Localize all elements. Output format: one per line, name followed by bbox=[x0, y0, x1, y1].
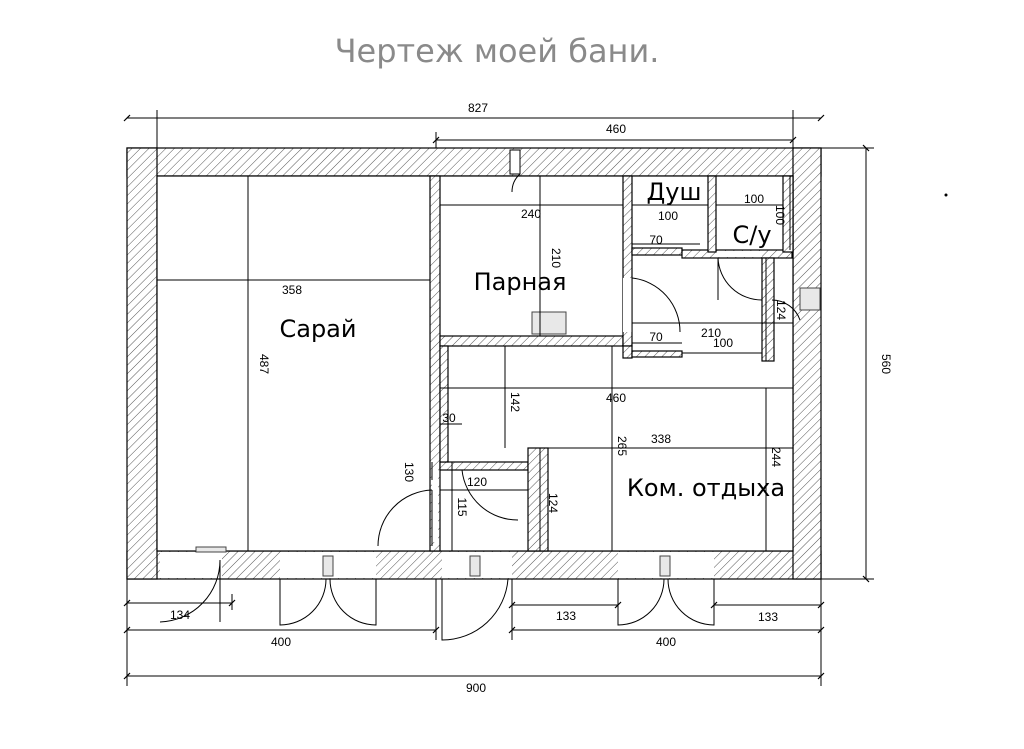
outer-dimension-lines bbox=[123, 110, 874, 686]
window-fixture bbox=[469, 555, 481, 577]
room-label-kom-otdyha: Ком. отдыха bbox=[627, 474, 785, 502]
dim-label-su-width: 100 bbox=[744, 192, 764, 206]
dim-label-rest-338: 338 bbox=[651, 432, 671, 446]
dim-label-bottom-door-left: 134 bbox=[170, 608, 190, 622]
dim-label-vest-124: 124 bbox=[546, 493, 560, 513]
dim-label-corridor-100: 100 bbox=[713, 336, 733, 350]
room-label-saray: Сарай bbox=[279, 315, 356, 343]
window-fixture bbox=[322, 555, 334, 577]
inner-dimension-lines bbox=[157, 176, 793, 551]
drawing-title: Чертеж моей бани. bbox=[335, 32, 660, 70]
dim-label-top-right: 460 bbox=[606, 122, 626, 136]
dim-label-bottom-mid-133: 133 bbox=[556, 609, 576, 623]
dim-label-vest-115: 115 bbox=[455, 497, 469, 516]
dim-label-corridor-70: 70 bbox=[649, 330, 663, 344]
dim-label-parnaya-width: 240 bbox=[521, 207, 541, 221]
dim-label-corridor-124: 124 bbox=[774, 300, 788, 320]
dim-label-rest-30: 30 bbox=[442, 411, 456, 425]
dim-label-rest-244: 244 bbox=[769, 447, 783, 467]
dim-label-top-total: 827 bbox=[468, 101, 488, 115]
room-label-su: С/у bbox=[732, 221, 771, 249]
dim-label-vest-130: 130 bbox=[402, 462, 416, 482]
dim-label-vest-120: 120 bbox=[467, 475, 487, 489]
window-fixture bbox=[659, 555, 671, 577]
room-label-parnaya: Парная bbox=[474, 268, 567, 296]
dim-label-parnaya-height: 210 bbox=[549, 248, 563, 268]
dim-label-rest-142: 142 bbox=[508, 392, 522, 412]
dim-label-bottom-left: 400 bbox=[271, 635, 291, 649]
threshold-fixture bbox=[195, 546, 227, 553]
dim-label-rest-width: 460 bbox=[606, 391, 626, 405]
dim-label-corridor-210: 210 bbox=[701, 326, 721, 340]
dim-label-bottom-right: 400 bbox=[656, 635, 676, 649]
dim-label-side-total: 560 bbox=[879, 354, 893, 374]
interior-walls bbox=[429, 175, 794, 552]
dim-label-bottom-total: 900 bbox=[466, 681, 486, 695]
room-label-dush: Душ bbox=[647, 178, 702, 206]
stove-fixture bbox=[531, 311, 567, 335]
dim-label-dush-width: 100 bbox=[658, 209, 678, 223]
stray-dot bbox=[944, 193, 948, 197]
dim-label-rest-265: 265 bbox=[615, 436, 629, 456]
dim-label-su-height: 100 bbox=[773, 205, 787, 225]
window-fixture bbox=[799, 287, 821, 311]
dim-label-saray-width: 358 bbox=[282, 283, 302, 297]
outer-walls bbox=[126, 147, 822, 580]
dim-label-bottom-right-133: 133 bbox=[758, 610, 778, 624]
dim-label-saray-height: 487 bbox=[257, 354, 271, 374]
dim-label-dush-70: 70 bbox=[649, 233, 663, 247]
